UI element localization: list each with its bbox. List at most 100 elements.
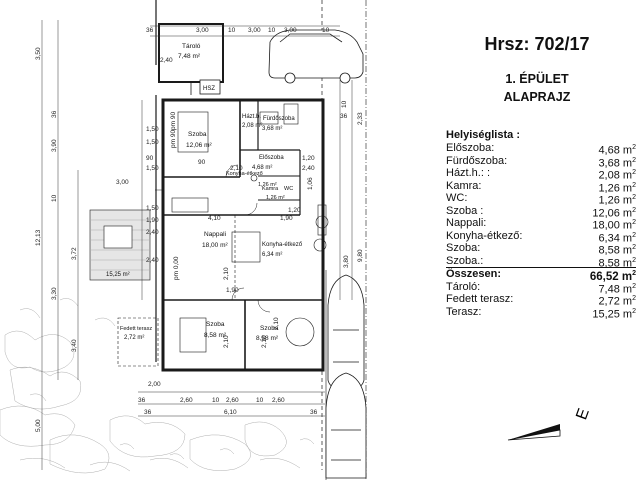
dim-int-2: 1,20 <box>302 155 315 162</box>
room-szoba3-name: Szoba <box>260 325 279 332</box>
dim-right-5: 1,06 <box>307 177 314 190</box>
konyha-label-small: Konyha-étkező <box>226 171 263 177</box>
north-arrow-icon: E <box>507 406 593 441</box>
room-list-name: Szoba: <box>446 242 481 254</box>
dim-bottom-6: 36 <box>144 409 152 416</box>
dim-inner-3: 90 <box>146 155 154 162</box>
dim-inner-0: 2,40 <box>160 57 173 64</box>
room-list-row: Szoba.:8,58 m2 <box>446 255 636 270</box>
dim-left-0: 3,50 <box>35 47 42 60</box>
dim-int-6: pm 0,00 <box>173 256 180 280</box>
building-number: 1. ÉPÜLET <box>505 72 569 86</box>
room-list-row: Fürdőszoba: 3,68 m2 <box>446 154 636 170</box>
room-list-value: 3,68 m2 <box>598 156 636 170</box>
room-list-row: Összesen: 66,52 m2 <box>446 267 636 283</box>
dim-right-6: 1,90 <box>226 287 239 294</box>
room-storage-name: Tároló <box>182 43 201 50</box>
dim-bottom-8: 36 <box>310 409 318 416</box>
plan-title: ALAPRAJZ <box>503 90 571 104</box>
dim-right-3: 3,80 <box>343 255 350 268</box>
dim-top-1: 3,00 <box>196 27 209 34</box>
storage-building <box>158 23 224 95</box>
room-list-value: 18,00 m2 <box>592 219 636 232</box>
car-icon-right-2 <box>325 372 367 479</box>
hsz-label: HSZ <box>203 86 215 92</box>
dim-inner-11: 2,40 <box>146 257 159 264</box>
room-haztb-name: Házt.b. <box>242 114 261 120</box>
room-list-value: 2,08 m2 <box>598 169 636 182</box>
room-list-value: 15,25 m2 <box>592 307 636 321</box>
dim-bottom-1: 2,60 <box>180 397 193 404</box>
room-list-row: WC: 1,26 m2 <box>446 192 636 207</box>
dim-inner-8: 3,00 <box>116 179 129 186</box>
room-fedett-area: 2,72 m² <box>124 335 144 341</box>
door-arcs <box>155 164 271 313</box>
room-list-value: 2,72 m2 <box>598 295 636 308</box>
room-list-name: Kamra: <box>446 179 482 192</box>
dim-bottom-2: 10 <box>212 397 220 404</box>
room-eloszoba-area: 4,68 m² <box>252 165 272 171</box>
room-list-row: Előszoba:4,68 m2 <box>446 142 636 157</box>
room-list-name: WC: <box>446 192 468 204</box>
room-list-name: Összesen: <box>446 268 502 280</box>
room-szoba2-name: Szoba <box>206 321 225 328</box>
room-szoba1-area: 12,06 m² <box>186 142 212 149</box>
room-list-row: Szoba : 12,06 m2 <box>446 204 636 220</box>
terrace <box>89 209 159 367</box>
dim-int-5: pm 90 <box>170 112 177 130</box>
room-nappali-area: 18,00 m² <box>202 242 228 249</box>
legend-panel: Hrsz: 702/17 1. ÉPÜLET ALAPRAJZ Helyiség… <box>430 0 640 480</box>
room-list-name: Tároló: <box>446 280 481 293</box>
room-list-row: Tároló:7,48 m2 <box>446 280 636 296</box>
dim-inner-10: 2,40 <box>146 229 159 236</box>
dim-bottom-3: 2,60 <box>226 397 239 404</box>
dim-bottom-mid: 2,00 <box>148 381 161 388</box>
room-list-row: Nappali: 18,00 m2 <box>446 217 636 232</box>
dim-bottom-4: 10 <box>256 397 264 404</box>
room-list-row: Szoba:8,58 m2 <box>446 242 636 257</box>
room-haztb-area: 2,08 m² <box>242 123 262 129</box>
room-list-value: 4,68 m2 <box>598 144 636 157</box>
dim-left-6: 3,30 <box>51 287 58 300</box>
room-list-name: Házt.h.: : <box>446 167 491 179</box>
room-wc-name: WC <box>284 186 293 192</box>
room-list-row: Konyha-étkező: 6,34 m2 <box>446 229 636 245</box>
dimension-lines <box>41 20 353 470</box>
room-szoba2-area: 8,58 m² <box>204 332 227 339</box>
dim-int-9: 2,10 <box>261 335 268 348</box>
room-list-row: Fedett terasz:2,72 m2 <box>446 293 636 308</box>
dim-right-0: 36 <box>340 113 348 120</box>
room-list-name: Nappali: <box>446 217 487 229</box>
room-list-name: Szoba : <box>446 204 484 217</box>
dim-left-1: 36 <box>51 110 58 118</box>
dim-left-2: 3,90 <box>51 139 58 152</box>
room-kamra-name: Kamra <box>262 186 279 192</box>
dim-top-3: 3,00 <box>248 27 261 34</box>
room-list-value: 12,06 m2 <box>592 206 636 220</box>
room-konyha-area: 6,34 m² <box>262 252 282 258</box>
room-list-name: Fürdőszoba: <box>446 154 508 167</box>
dim-top-4: 10 <box>268 27 276 34</box>
room-furdo-name: Fürdőszoba <box>263 116 295 122</box>
room-list-value: 66,52 m2 <box>589 270 636 283</box>
room-list-value: 1,26 m2 <box>598 194 636 207</box>
room-list-name: Konyha-étkező: <box>446 229 523 242</box>
house-walls <box>161 98 325 372</box>
dim-inner-4: 2,10 <box>230 165 243 172</box>
dim-int-3: 2,40 <box>302 165 315 172</box>
car-icon-top <box>268 29 364 84</box>
room-list-row: Házt.h.: : 2,08 m2 <box>446 167 636 182</box>
dim-right-1: 2,33 <box>357 112 364 125</box>
dim-bottom-0: 36 <box>138 397 146 404</box>
room-list-value: 6,34 m2 <box>598 231 636 245</box>
dim-bottom-5: 2,60 <box>272 397 285 404</box>
vegetation-pattern <box>0 298 315 474</box>
dim-int-8: 2,10 <box>223 335 230 348</box>
dim-left-5: 3,72 <box>71 247 78 260</box>
dim-inner-9: 1,90 <box>146 217 159 224</box>
dim-right-4: 9,80 <box>357 249 364 262</box>
room-szoba1-name: Szoba <box>188 131 207 138</box>
dim-left-3: 10 <box>51 194 58 202</box>
dim-int-11: 2,10 <box>273 317 280 330</box>
